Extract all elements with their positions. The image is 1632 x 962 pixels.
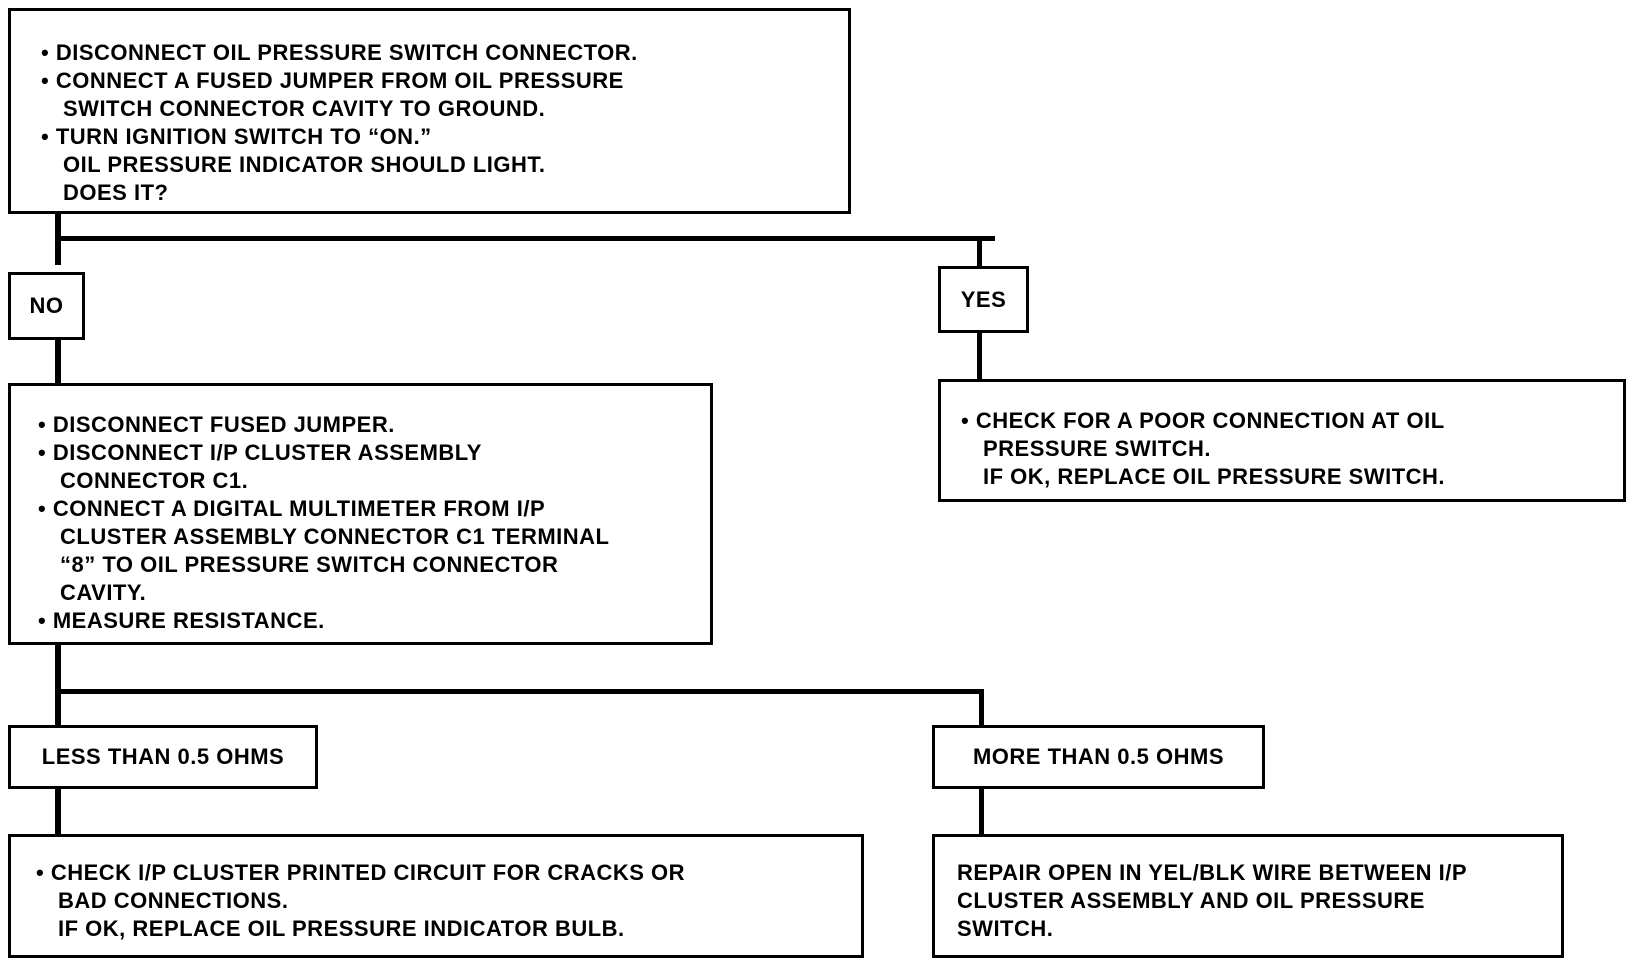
- less-result-item-1-cont-1: BAD CONNECTIONS.: [58, 888, 289, 913]
- step1-item-3: • TURN IGNITION SWITCH TO “ON.”: [41, 124, 432, 149]
- more-than-label: MORE THAN 0.5 OHMS: [932, 725, 1265, 789]
- step2-item-2: • DISCONNECT I/P CLUSTER ASSEMBLY: [38, 440, 482, 465]
- connector-yes-down: [977, 236, 982, 270]
- connector-no-to-step2: [55, 340, 61, 383]
- connector-step1-down: [55, 203, 61, 265]
- step2-item-1: • DISCONNECT FUSED JUMPER.: [38, 412, 395, 437]
- more-result-text: REPAIR OPEN IN YEL/BLK WIRE BETWEEN I/P …: [957, 859, 1561, 943]
- yes-result-item-1-cont-2: IF OK, REPLACE OIL PRESSURE SWITCH.: [983, 464, 1446, 489]
- no-label: NO: [8, 272, 85, 340]
- yes-result-text: • CHECK FOR A POOR CONNECTION AT OIL PRE…: [961, 407, 1623, 491]
- step1-item-2-cont: SWITCH CONNECTOR CAVITY TO GROUND.: [63, 96, 546, 121]
- step1-box: • DISCONNECT OIL PRESSURE SWITCH CONNECT…: [8, 8, 851, 214]
- connector-less-to-result: [55, 789, 61, 834]
- step1-item-2: • CONNECT A FUSED JUMPER FROM OIL PRESSU…: [41, 68, 624, 93]
- more-result-line-2: CLUSTER ASSEMBLY AND OIL PRESSURE: [957, 888, 1425, 913]
- yes-result-item-1-cont-1: PRESSURE SWITCH.: [983, 436, 1212, 461]
- step2-text: • DISCONNECT FUSED JUMPER. • DISCONNECT …: [38, 411, 710, 635]
- connector-yes-to-result: [977, 333, 982, 379]
- step1-item-3-cont-2: DOES IT?: [63, 180, 169, 205]
- more-result-line-1: REPAIR OPEN IN YEL/BLK WIRE BETWEEN I/P: [957, 860, 1468, 885]
- more-result-line-3: SWITCH.: [957, 916, 1054, 941]
- step2-item-2-cont: CONNECTOR C1.: [60, 468, 249, 493]
- connector-more-down: [979, 689, 984, 725]
- step1-text: • DISCONNECT OIL PRESSURE SWITCH CONNECT…: [41, 39, 848, 207]
- step2-item-3-cont-1: CLUSTER ASSEMBLY CONNECTOR C1 TERMINAL: [60, 524, 610, 549]
- more-result-box: REPAIR OPEN IN YEL/BLK WIRE BETWEEN I/P …: [932, 834, 1564, 958]
- connector-branch1-horizontal: [55, 236, 995, 241]
- connector-branch2-horizontal: [55, 689, 984, 694]
- yes-label: YES: [938, 266, 1029, 333]
- step2-item-3: • CONNECT A DIGITAL MULTIMETER FROM I/P: [38, 496, 546, 521]
- less-than-label: LESS THAN 0.5 OHMS: [8, 725, 318, 789]
- less-result-item-1-cont-2: IF OK, REPLACE OIL PRESSURE INDICATOR BU…: [58, 916, 625, 941]
- step2-box: • DISCONNECT FUSED JUMPER. • DISCONNECT …: [8, 383, 713, 645]
- connector-more-to-result: [979, 789, 984, 834]
- less-result-text: • CHECK I/P CLUSTER PRINTED CIRCUIT FOR …: [36, 859, 861, 943]
- less-result-item-1: • CHECK I/P CLUSTER PRINTED CIRCUIT FOR …: [36, 860, 686, 885]
- step1-item-1: • DISCONNECT OIL PRESSURE SWITCH CONNECT…: [41, 40, 638, 65]
- less-result-box: • CHECK I/P CLUSTER PRINTED CIRCUIT FOR …: [8, 834, 864, 958]
- step2-item-4: • MEASURE RESISTANCE.: [38, 608, 325, 633]
- step2-item-3-cont-2: “8” TO OIL PRESSURE SWITCH CONNECTOR: [60, 552, 559, 577]
- step1-item-3-cont-1: OIL PRESSURE INDICATOR SHOULD LIGHT.: [63, 152, 546, 177]
- yes-result-item-1: • CHECK FOR A POOR CONNECTION AT OIL: [961, 408, 1445, 433]
- connector-step2-down: [55, 645, 61, 725]
- yes-result-box: • CHECK FOR A POOR CONNECTION AT OIL PRE…: [938, 379, 1626, 502]
- step2-item-3-cont-3: CAVITY.: [60, 580, 147, 605]
